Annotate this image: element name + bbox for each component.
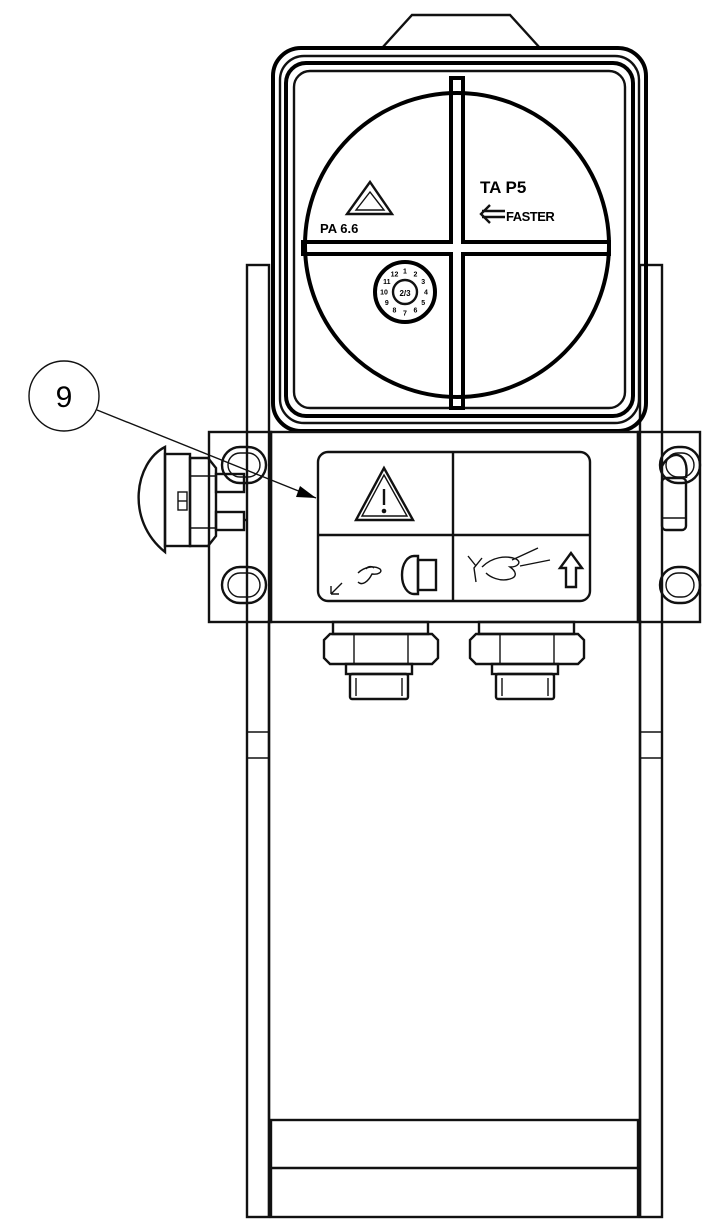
warning-triangle-icon <box>353 465 416 522</box>
cable-gland-right <box>468 620 586 701</box>
right-mounting-ear <box>636 430 702 624</box>
date-wheel-center-label: 2/3 <box>399 289 411 298</box>
date-wheel-number: 11 <box>383 279 391 286</box>
date-wheel-number: 3 <box>421 279 425 286</box>
callout-9: 9 <box>28 360 317 499</box>
date-wheel-number: 7 <box>403 311 407 318</box>
date-wheel-number: 10 <box>380 290 388 297</box>
model-label: TA P5 <box>480 178 526 197</box>
brand-label: FASTER <box>506 209 555 224</box>
right-pin <box>660 453 688 532</box>
cable-gland-left <box>322 620 440 701</box>
recycle-triangle-icon <box>344 179 395 216</box>
callout-number: 9 <box>56 381 73 414</box>
connector-body <box>269 430 640 624</box>
connector-cover <box>271 13 648 433</box>
date-wheel-number: 6 <box>414 308 418 315</box>
date-wheel-number: 12 <box>391 271 399 278</box>
faster-logo-arrows-icon <box>479 204 505 224</box>
left-mounting-ear <box>207 430 273 624</box>
instruction-label <box>316 450 592 603</box>
hand-insert-arrow-icon <box>330 554 438 596</box>
date-wheel-number: 2 <box>414 271 418 278</box>
date-wheel-number: 4 <box>424 290 428 297</box>
date-wheel-number: 5 <box>421 300 425 307</box>
hand-lift-arrow-icon <box>467 547 585 589</box>
material-code-label: PA 6.6 <box>320 221 358 236</box>
date-wheel-number: 9 <box>385 300 389 307</box>
bracket-frame <box>245 263 664 1219</box>
date-wheel-number: 8 <box>393 308 397 315</box>
date-wheel-number: 1 <box>403 269 407 276</box>
left-knob-assembly <box>137 445 247 555</box>
